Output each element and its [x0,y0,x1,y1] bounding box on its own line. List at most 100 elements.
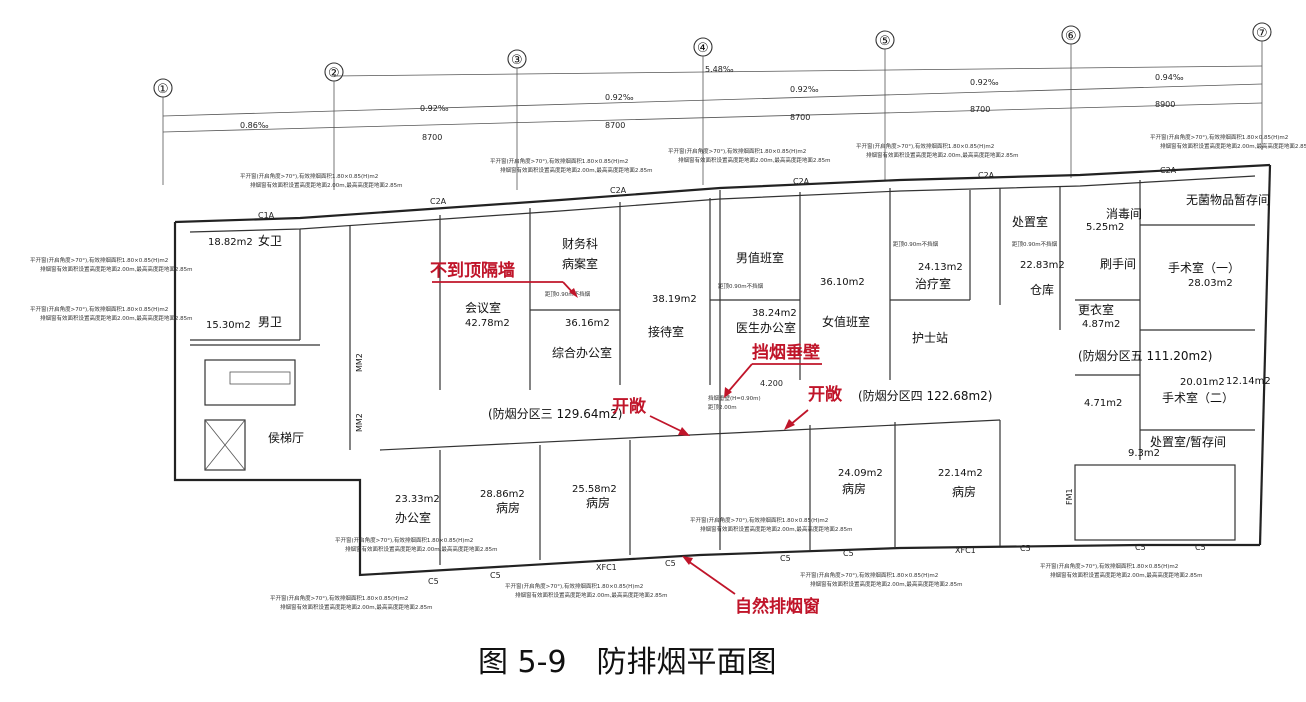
room-area-female-duty: 36.10m2 [820,277,865,288]
axis-5: ⑤ [879,34,891,49]
window-c5-7: C5 [1135,543,1146,552]
span-3: 8700 [790,113,810,122]
note-window-4b: 排烟窗有效面积设置高度距地面2.00m,最高高度距地面2.85m [866,151,1018,159]
window-c2a-3: C2A [793,177,810,186]
window-c5-1: C5 [428,577,439,586]
window-c2a-4: C2A [978,171,995,180]
note-window-12b: 排烟窗有效面积设置高度距地面2.00m,最高高度距地面2.85m [1050,571,1202,579]
room-name-ward-2: 病房 [586,495,610,510]
note-window-7b: 排烟窗有效面积设置高度距地面2.00m,最高高度距地面2.85m [40,314,192,322]
note-window-4: 平开窗(开启角度>70°),有效排烟面积1.80×0.85(H)m2 [856,142,994,150]
note-window-2: 平开窗(开启角度>70°),有效排烟面积1.80×0.85(H)m2 [490,157,628,165]
window-c2a-5: C2A [1160,166,1177,175]
room-area-ward-1: 28.86m2 [480,489,525,500]
room-area-female-wc: 18.82m2 [208,237,253,248]
slope-top: 5.48‰ [705,65,734,74]
note-window-5: 平开窗(开启角度>70°),有效排烟面积1.80×0.85(H)m2 [1150,133,1288,141]
room-area-extra-2: 4.71m2 [1084,398,1122,409]
note-not-to-top-3: 距顶0.90m不挡烟 [893,240,939,248]
span-5: 8900 [1155,100,1175,109]
note-ceiling: 距顶2.00m [708,404,737,411]
axis-markers: ① ② ③ ④ ⑤ ⑥ ⑦ [153,22,1272,190]
room-name-elevator-hall: 侯梯厅 [268,431,304,445]
window-xfc1-2: XFC1 [955,546,976,555]
window-c5-8: C5 [1195,543,1206,552]
red-annotations: 不到顶隔墙 挡烟垂壁 开敞 开敞 自然排烟窗 [430,260,843,617]
room-name-general-office: 综合办公室 [552,345,612,360]
note-window-11b: 排烟窗有效面积设置高度距地面2.00m,最高高度距地面2.85m [810,580,962,588]
room-name-office: 办公室 [395,510,431,525]
room-name-locker: 更衣室 [1078,302,1114,317]
annotation-open-right: 开敞 [808,384,843,405]
room-area-treatment: 24.13m2 [918,262,963,273]
room-name-treatment: 治疗室 [915,276,951,291]
window-c2a-2: C2A [610,186,627,195]
room-name-nurse-station: 护士站 [912,331,948,345]
room-area-meeting: 42.78m2 [465,318,510,329]
note-window-11: 平开窗(开启角度>70°),有效排烟面积1.80×0.85(H)m2 [800,571,938,579]
slope-2: 0.92‰ [420,104,449,113]
axis-4: ④ [697,41,709,56]
smoke-zone-4: (防烟分区四 122.68m2) [858,388,993,403]
window-c5-3: C5 [665,559,676,568]
note-window-6: 平开窗(开启角度>70°),有效排烟面积1.80×0.85(H)m2 [30,256,168,264]
room-name-male-wc: 男卫 [258,315,282,329]
note-smoke-wall: 挡烟垂壁(H=0.90m) [708,394,761,402]
room-name-operating-2: 手术室（二） [1162,390,1234,405]
annotation-open-left: 开敞 [612,396,647,417]
room-area-general-office: 36.16m2 [565,318,610,329]
note-window-13: 平开窗(开启角度>70°),有效排烟面积1.80×0.85(H)m2 [690,516,828,524]
annotation-natural-smoke-window: 自然排烟窗 [735,596,820,617]
axis-6: ⑥ [1065,29,1077,44]
room-name-records: 病案室 [562,256,598,271]
room-name-doctor-office: 医生办公室 [736,320,796,335]
note-window-9b: 排烟窗有效面积设置高度距地面2.00m,最高高度距地面2.85m [280,603,432,611]
note-window-10: 平开窗(开启角度>70°),有效排烟面积1.80×0.85(H)m2 [505,582,643,590]
window-codes: C1A C2A C2A C2A C2A C2A C5 C5 XFC1 C5 C5… [258,166,1206,586]
note-window-5b: 排烟窗有效面积设置高度距地面2.00m,最高高度距地面2.85m [1160,142,1306,150]
room-name-female-wc: 女卫 [258,233,282,248]
note-window-2b: 排烟窗有效面积设置高度距地面2.00m,最高高度距地面2.85m [500,166,652,174]
room-name-operating-1: 手术室（一） [1168,260,1240,275]
slope-1: 0.86‰ [240,121,269,130]
note-window-10b: 排烟窗有效面积设置高度距地面2.00m,最高高度距地面2.85m [515,591,667,599]
note-not-to-top-1: 距顶0.90m不挡烟 [545,290,591,298]
note-window-3b: 排烟窗有效面积设置高度距地面2.00m,最高高度距地面2.85m [678,156,830,164]
room-name-ward-4: 病房 [952,484,976,499]
room-area-locker: 4.87m2 [1082,319,1120,330]
room-name-scrub: 刷手间 [1100,257,1136,271]
room-area-disinfection: 5.25m2 [1086,222,1124,233]
elevation-mark: 4.200 [760,379,783,388]
span-2: 8700 [605,121,625,130]
room-name-disposal-storage: 处置室/暂存间 [1150,434,1226,449]
room-name-disinfection: 消毒间 [1106,207,1142,221]
window-c5-5: C5 [843,549,854,558]
axis-1: ① [157,82,169,97]
room-area-doctor-office: 38.24m2 [752,308,797,319]
room-name-male-duty: 男值班室 [736,250,784,265]
note-window-8b: 排烟窗有效面积设置高度距地面2.00m,最高高度距地面2.85m [345,545,497,553]
axis-3: ③ [511,53,523,68]
room-labels: 18.82m2 女卫 15.30m2 男卫 侯梯厅 会议室 42.78m2 财务… [206,193,1271,525]
window-c1a: C1A [258,211,275,220]
door-mm2-1: MM2 [355,353,364,372]
note-not-to-top-4: 距顶0.90m不挡烟 [1012,240,1058,248]
room-area-ward-3: 24.09m2 [838,468,883,479]
room-area-ward-2: 25.58m2 [572,484,617,495]
window-c5-6: C5 [1020,544,1031,553]
dimension-lines: 5.48‰ 0.86‰ 0.92‰ 0.92‰ 0.92‰ 0.92‰ 0.94… [162,65,1263,142]
door-fm1: FM1 [1065,488,1074,505]
door-mm2-2: MM2 [355,413,364,432]
room-name-finance: 财务科 [562,236,598,251]
slope-4: 0.92‰ [790,85,819,94]
room-name-ward-1: 病房 [496,500,520,515]
window-c5-4: C5 [780,554,791,563]
span-1: 8700 [422,133,442,142]
note-window-7: 平开窗(开启角度>70°),有效排烟面积1.80×0.85(H)m2 [30,305,168,313]
window-notes: 平开窗(开启角度>70°),有效排烟面积1.80×0.85(H)m2 排烟窗有效… [30,133,1306,611]
room-area-operating-1: 28.03m2 [1188,278,1233,289]
note-window-8: 平开窗(开启角度>70°),有效排烟面积1.80×0.85(H)m2 [335,536,473,544]
slope-6: 0.94‰ [1155,73,1184,82]
smoke-zone-3: (防烟分区三 129.64m2) [488,406,623,421]
note-window-1: 平开窗(开启角度>70°),有效排烟面积1.80×0.85(H)m2 [240,172,378,180]
